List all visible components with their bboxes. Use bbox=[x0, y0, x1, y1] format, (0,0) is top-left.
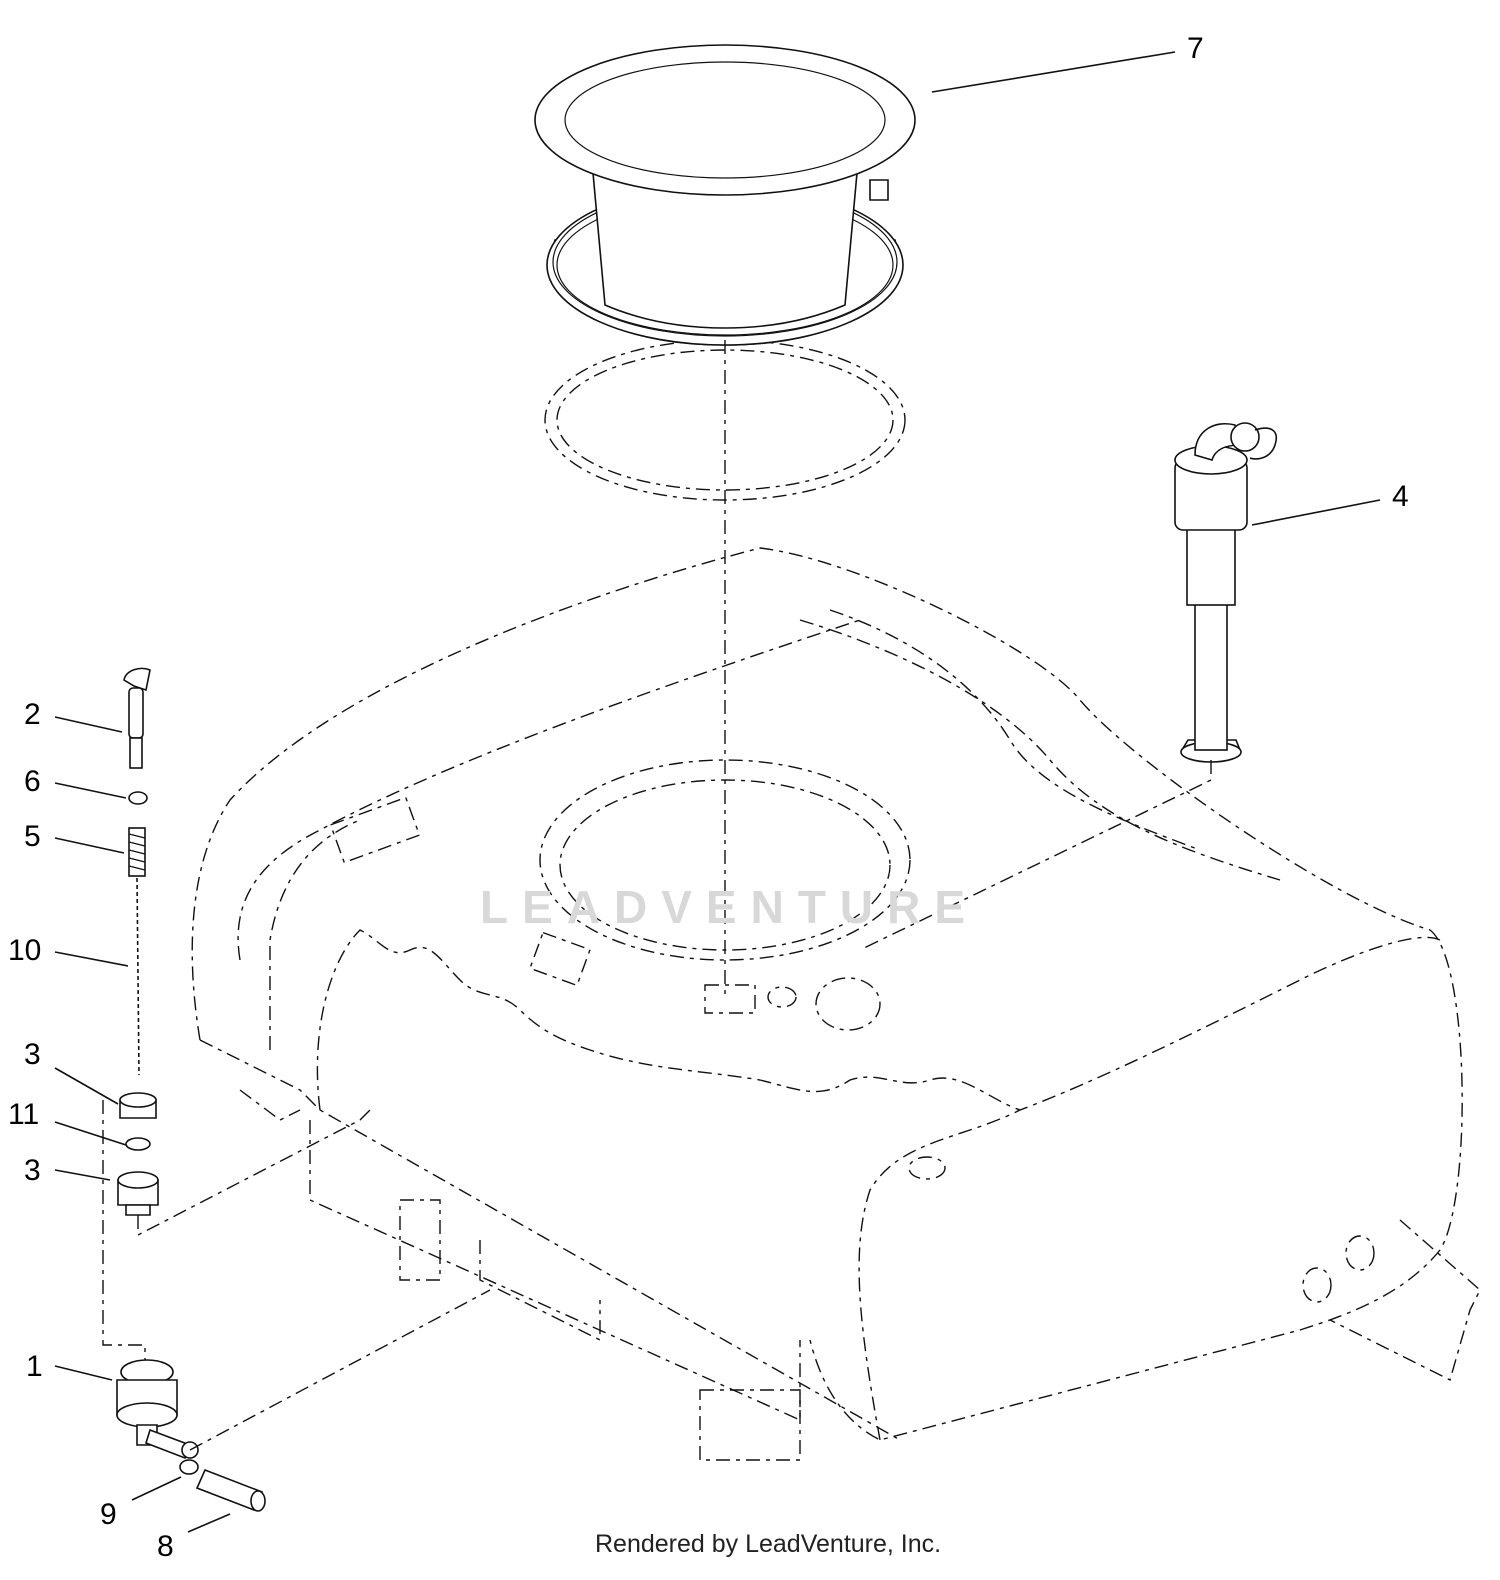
watermark-text: LEADVENTURE bbox=[480, 881, 980, 933]
footer-credit: Rendered by LeadVenture, Inc. bbox=[595, 1530, 942, 1558]
callout-9: 9 bbox=[100, 1498, 117, 1531]
callout-2: 2 bbox=[24, 698, 41, 731]
vent-tube bbox=[859, 422, 1277, 951]
callout-5: 5 bbox=[24, 820, 41, 853]
callout-3-lower: 3 bbox=[24, 1154, 41, 1187]
callout-1: 1 bbox=[26, 1350, 43, 1383]
callout-6: 6 bbox=[24, 765, 41, 798]
callout-8: 8 bbox=[157, 1530, 174, 1563]
callout-4: 4 bbox=[1392, 480, 1409, 513]
leader-lines bbox=[54, 51, 1381, 1533]
strainer-basket bbox=[534, 44, 916, 501]
callout-11: 11 bbox=[8, 1098, 40, 1131]
callout-10: 10 bbox=[8, 934, 42, 967]
callout-3-upper: 3 bbox=[24, 1038, 41, 1071]
callout-7: 7 bbox=[1187, 32, 1204, 65]
fuel-tank bbox=[191, 547, 1481, 1461]
drain-assembly bbox=[102, 667, 491, 1512]
